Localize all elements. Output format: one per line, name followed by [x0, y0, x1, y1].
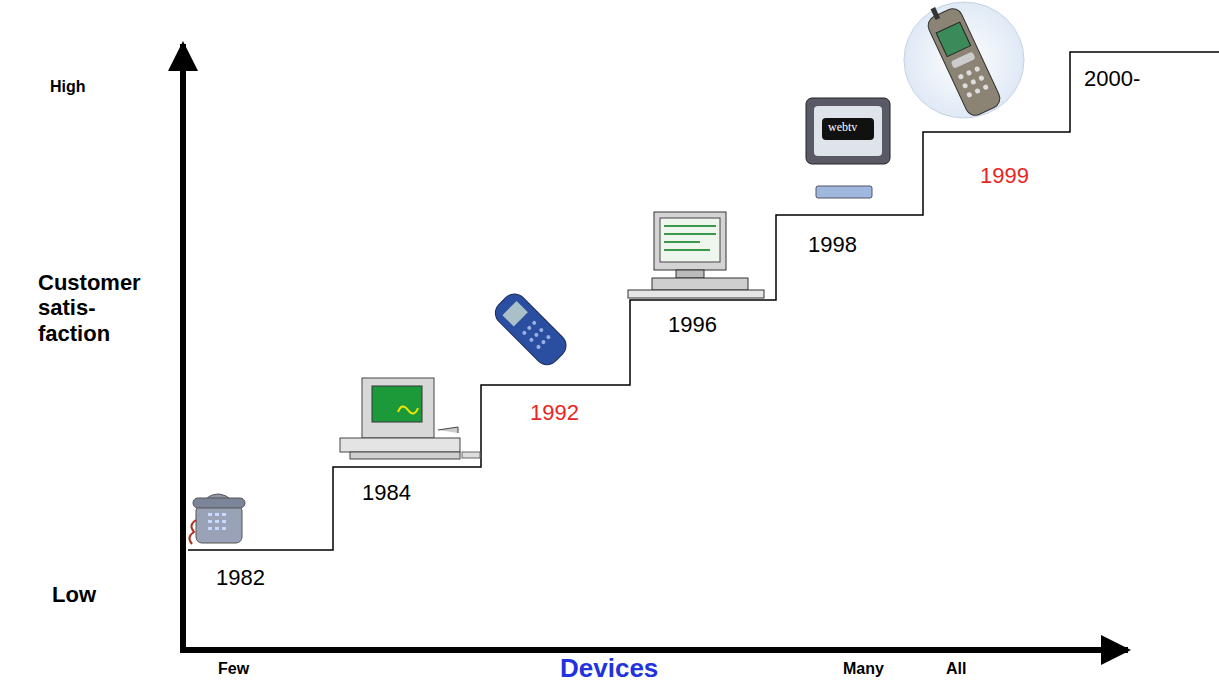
smartphone-icon [904, 0, 1024, 119]
y-axis [180, 44, 186, 650]
old-computer-icon [340, 378, 480, 459]
desktop-pc-icon [628, 212, 764, 298]
year-label: 1996 [668, 312, 717, 337]
year-label: 1992 [530, 400, 579, 425]
axis-end-label: Few [218, 660, 249, 678]
x-axis [180, 647, 1128, 653]
year-label: 1998 [808, 232, 857, 257]
staircase [188, 52, 1219, 550]
axis-end-label: Low [52, 582, 96, 607]
mobile-phone-icon [490, 289, 571, 370]
year-label: 1999 [980, 163, 1029, 188]
axis-end-label: All [946, 660, 966, 678]
desk-phone-icon [189, 494, 245, 544]
year-label: 1984 [362, 480, 411, 505]
axis-title: Customer satis- faction [38, 270, 158, 346]
axis-end-label: Many [843, 660, 884, 678]
brand-label: webtv [828, 121, 857, 135]
year-label: 2000- [1084, 66, 1140, 91]
axis-end-label: High [50, 78, 86, 96]
year-label: 1982 [216, 565, 265, 590]
axis-title: Devices [560, 654, 658, 684]
webtv-icon [806, 98, 890, 198]
